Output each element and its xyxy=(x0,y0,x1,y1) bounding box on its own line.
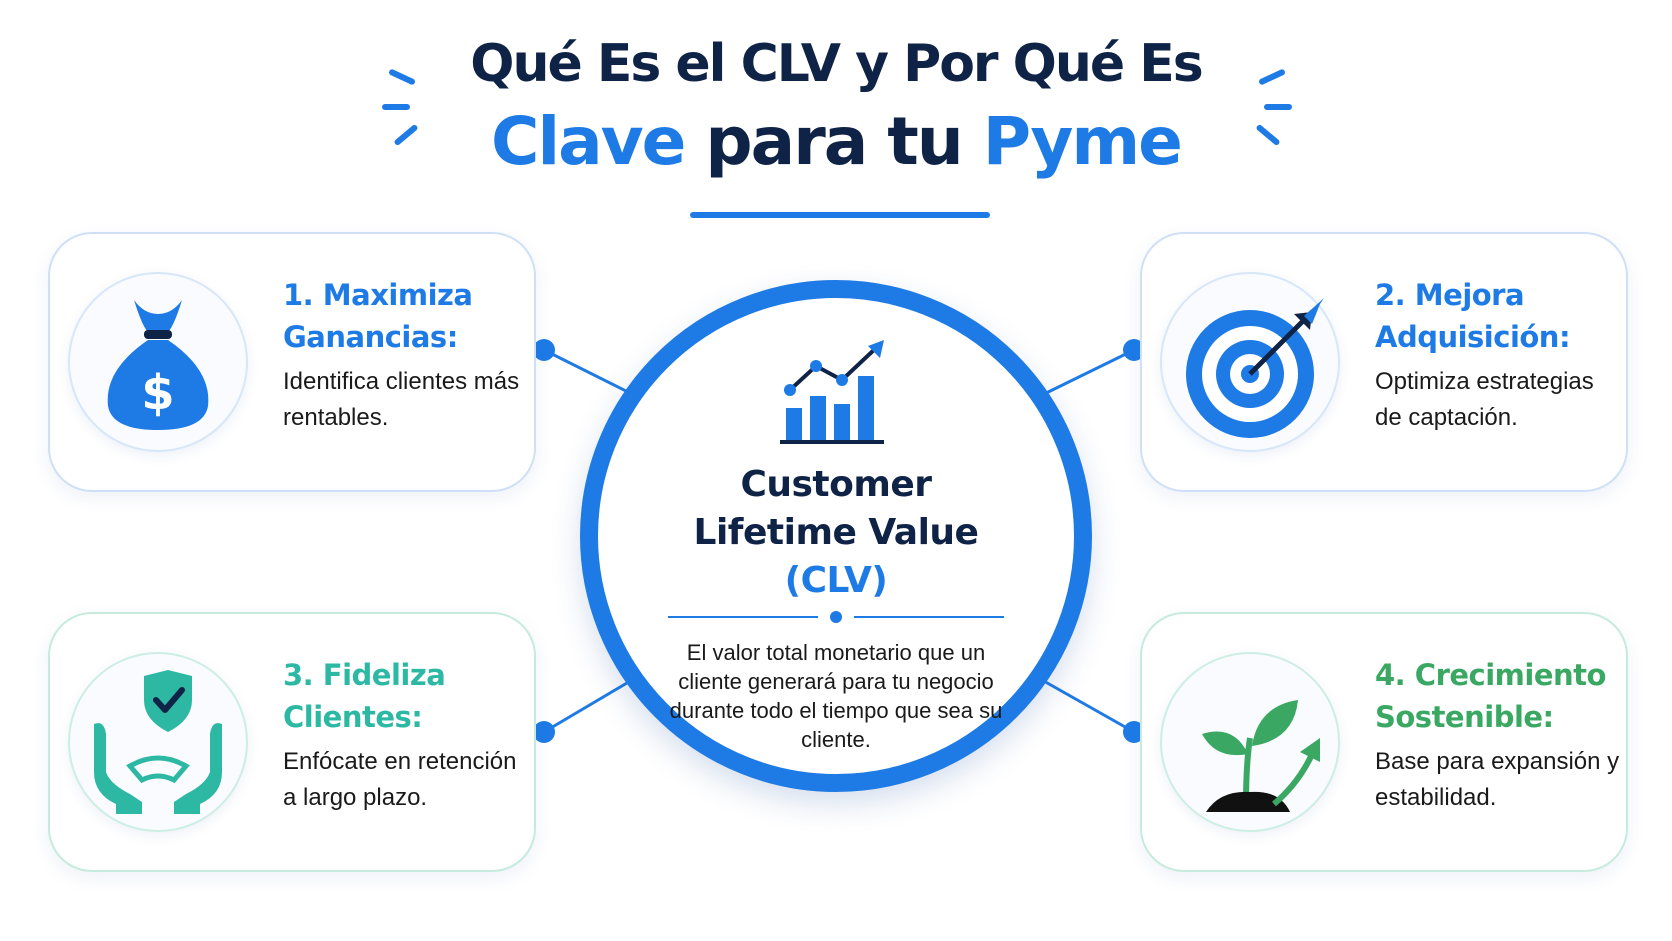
title-highlight-clave: Clave xyxy=(491,103,686,180)
icon-circle xyxy=(1160,272,1340,452)
card-title: 3. Fideliza Clientes: xyxy=(283,658,446,734)
title-highlight-pyme: Pyme xyxy=(982,103,1183,180)
card-title: 2. Mejora Adquisición: xyxy=(1375,278,1571,354)
bar-chart-growth-icon xyxy=(780,340,884,444)
center-title-line-2: Lifetime Value xyxy=(693,512,979,553)
card-description: Enfócate en retención a largo plazo. xyxy=(283,748,517,811)
sprout-growth-icon xyxy=(1202,700,1320,812)
target-arrow-icon xyxy=(1186,298,1324,438)
clv-center-circle: Customer Lifetime Value (CLV) El valor t… xyxy=(580,280,1092,792)
title-line-1: Qué Es el CLV y Por Qué Es xyxy=(470,34,1204,94)
card-mejora-adquisicion: 2. Mejora Adquisición: Optimiza estrateg… xyxy=(1140,232,1628,492)
card-fideliza-clientes: 3. Fideliza Clientes: Enfócate en retenc… xyxy=(48,612,536,872)
svg-text:$: $ xyxy=(141,365,174,421)
icon-circle xyxy=(1160,652,1340,832)
icon-circle xyxy=(68,652,248,832)
card-description: Base para expansión y estabilidad. xyxy=(1375,748,1620,811)
hands-shield-icon xyxy=(94,670,222,814)
card-title: 4. Crecimiento Sostenible: xyxy=(1375,658,1606,734)
card-crecimiento-sostenible: 4. Crecimiento Sostenible: Base para exp… xyxy=(1140,612,1628,872)
money-bag-icon: $ xyxy=(107,300,209,430)
center-description: El valor total monetario que un cliente … xyxy=(669,640,1003,752)
title-line-2: Clave para tu Pyme xyxy=(0,98,1672,186)
card-description: Identifica clientes más rentables. xyxy=(283,368,520,431)
center-title-line-1: Customer xyxy=(740,464,932,505)
icon-circle: $ xyxy=(68,272,248,452)
page-title: Qué Es el CLV y Por Qué Es Clave para tu… xyxy=(0,30,1672,186)
title-middle: para tu xyxy=(684,103,983,180)
center-abbreviation: (CLV) xyxy=(784,560,888,601)
title-underline xyxy=(690,212,990,218)
center-divider xyxy=(668,611,1004,623)
center-title: Customer Lifetime Value (CLV) xyxy=(598,461,1074,605)
card-title: 1. Maximiza Ganancias: xyxy=(283,278,473,354)
card-maximiza-ganancias: $ 1. Maximiza Ganancias: Identifica clie… xyxy=(48,232,536,492)
card-description: Optimiza estrategias de captación. xyxy=(1375,368,1594,431)
